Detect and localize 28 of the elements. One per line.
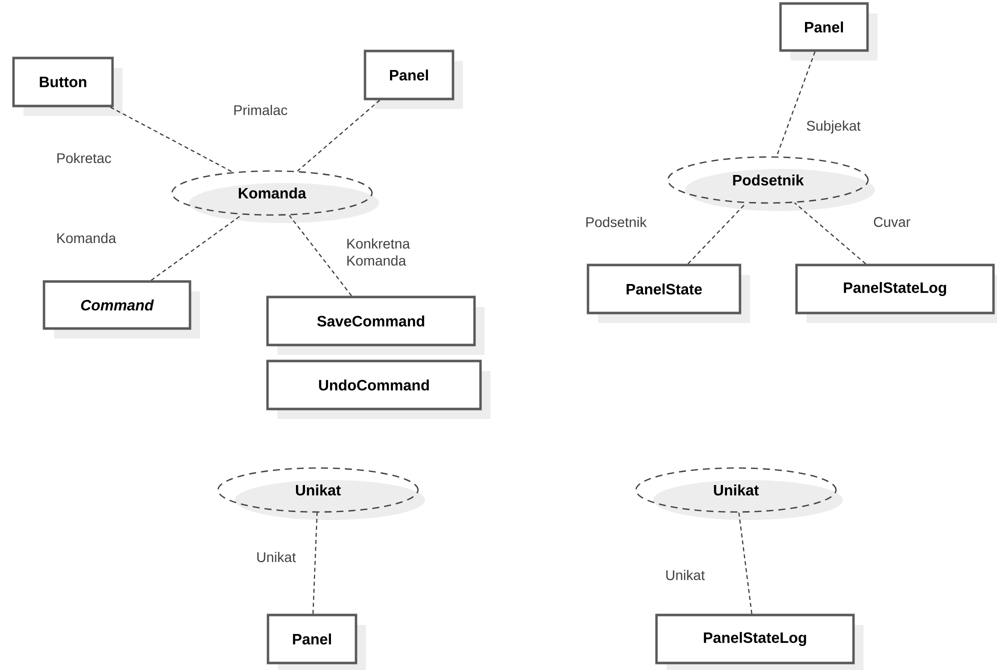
connector-line [776,52,816,157]
connector-line [688,202,746,264]
class-box: Button [12,56,122,116]
class-box: PanelStateLog [655,614,864,670]
role-label: Subjekat [806,120,861,134]
connector-line [312,512,318,614]
class-box: SaveCommand [266,296,484,355]
role-label: Pokretac [57,152,112,164]
role-label: Komanda [57,232,116,244]
role-label: Cuvar [874,217,910,227]
role-label: Podsetnik [586,216,647,228]
class-box: PanelStateLog [795,264,997,323]
role-label: Unikat [666,570,705,580]
connector-line [288,214,352,296]
role-label: Konkretna Komanda [347,238,410,266]
class-box: Command [42,280,200,338]
connector-line [297,100,380,172]
connector-line [738,512,752,614]
class-box: Panel [779,2,878,60]
role-label: Primalac [234,104,288,116]
class-box: PanelState [586,264,750,323]
class-box: UndoCommand [266,360,490,419]
connector-line [110,106,233,173]
connector-line [794,202,866,264]
role-label: Unikat [257,552,296,562]
class-box: Panel [364,50,463,109]
connector-line [150,214,242,281]
class-box: Panel [266,614,366,670]
